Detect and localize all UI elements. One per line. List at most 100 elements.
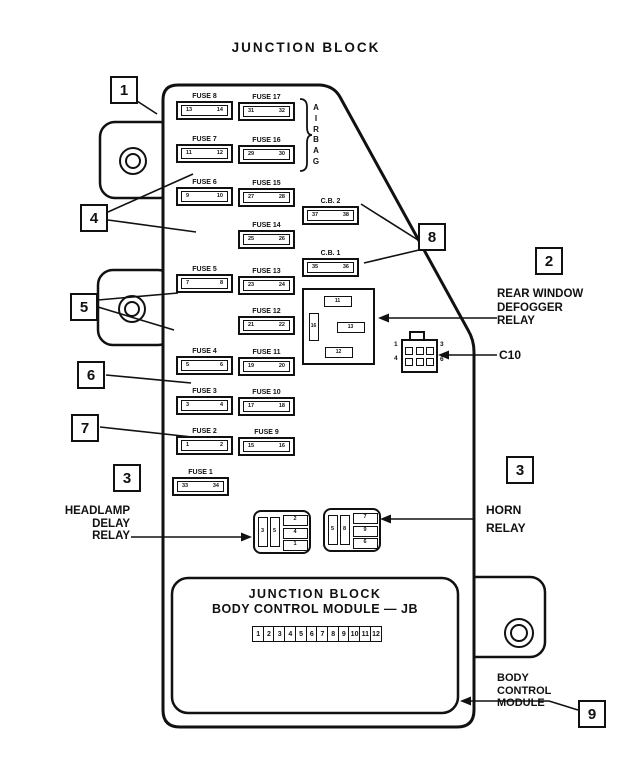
relay-slot: 3: [257, 516, 268, 547]
bcm-pin: 4: [284, 626, 297, 642]
terminal-number: 3: [186, 401, 190, 408]
callout-5: 5: [70, 293, 98, 321]
fuse-label: FUSE 14: [252, 222, 281, 229]
bcm-title-line2: BODY CONTROL MODULE — JB: [212, 602, 418, 616]
headlamp-delay-relay-label: HEADLAMP DELAY RELAY: [64, 505, 130, 542]
terminal-number: 10: [216, 192, 223, 199]
terminal-number: 19: [248, 362, 255, 369]
rear-window-defogger-relay-label: REAR WINDOW DEFOGGER RELAY: [497, 288, 584, 327]
relay-slot: 2: [282, 514, 308, 526]
fuse-label: C.B. 2: [320, 198, 341, 205]
relay-slot: 6: [352, 537, 378, 549]
c10-pin-number: 3: [440, 341, 444, 348]
airbag-letter: B: [313, 135, 319, 145]
callout-2: 2: [535, 247, 563, 275]
fuse-label: FUSE 11: [252, 349, 281, 356]
c10-pin: [415, 346, 424, 355]
page-title: JUNCTION BLOCK: [231, 40, 381, 55]
terminal-number: 4: [219, 401, 223, 408]
callout-3-left: 3: [113, 464, 141, 492]
bcm-pin: 12: [369, 626, 383, 642]
terminal-number: 7: [186, 279, 190, 286]
terminal-number: 9: [186, 192, 190, 199]
c10-label: C10: [499, 348, 522, 362]
fuse-label: FUSE 10: [252, 389, 281, 396]
fuse-label: FUSE 8: [192, 93, 217, 100]
relay-slot: 12: [324, 346, 353, 358]
terminal-number: 12: [216, 149, 223, 156]
callout-7: 7: [71, 414, 99, 442]
fuse-label: FUSE 7: [192, 136, 217, 143]
fuse-body: 9 10: [176, 187, 233, 206]
relay-slot: 8: [339, 514, 350, 545]
c10-pin-number: 6: [440, 356, 444, 363]
airbag-letter: I: [314, 113, 318, 123]
headlamp-delay-relay: 3 5 2 4 1: [253, 510, 311, 554]
terminal-number: 21: [248, 321, 255, 328]
terminal-number: 24: [278, 281, 285, 288]
terminal-number: 33: [182, 482, 189, 489]
fuse-label: FUSE 5: [192, 266, 217, 273]
terminal-number: 31: [248, 107, 255, 114]
relay-slot: 11: [323, 295, 352, 307]
terminal-number: 14: [216, 106, 223, 113]
airbag-letter: A: [313, 146, 319, 156]
c10-pin: [405, 357, 413, 366]
terminal-number: 16: [278, 442, 285, 449]
c10-pin: [426, 357, 434, 366]
callout-8: 8: [418, 223, 446, 251]
fuse-label: FUSE 17: [252, 94, 281, 101]
callout-4: 4: [80, 204, 108, 232]
fuse-label: FUSE 15: [252, 180, 281, 187]
leader-lines: [97, 100, 579, 711]
c10-body: [401, 339, 438, 373]
fuse-label: FUSE 16: [252, 137, 281, 144]
fuse-label: FUSE 9: [254, 429, 279, 436]
horn-relay-label: HORN RELAY: [486, 503, 526, 535]
bolt-holes: [118, 147, 534, 648]
terminal-number: 2: [219, 441, 223, 448]
relay-slot: 4: [282, 527, 308, 539]
c10-connector: 1 3 4 6: [394, 331, 448, 377]
airbag-letter: A: [313, 103, 319, 112]
fuse-label: FUSE 6: [192, 179, 217, 186]
airbag-letter: R: [313, 124, 319, 134]
terminal-number: 23: [248, 281, 255, 288]
fuse-label: FUSE 2: [192, 428, 217, 435]
callout-3-right: 3: [506, 456, 534, 484]
callout-9: 9: [578, 700, 606, 728]
relay-slot: 7: [352, 512, 378, 524]
rear-window-defogger-relay: 11 16 13 12: [302, 288, 375, 365]
c10-pin-number: 4: [394, 355, 398, 362]
relay-slot: 5: [327, 514, 338, 545]
terminal-number: 18: [278, 402, 285, 409]
terminal-number: 13: [186, 106, 193, 113]
relay-slot: 16: [308, 312, 319, 341]
fuse-body: 23 24: [238, 276, 295, 295]
c10-pin: [405, 346, 413, 355]
